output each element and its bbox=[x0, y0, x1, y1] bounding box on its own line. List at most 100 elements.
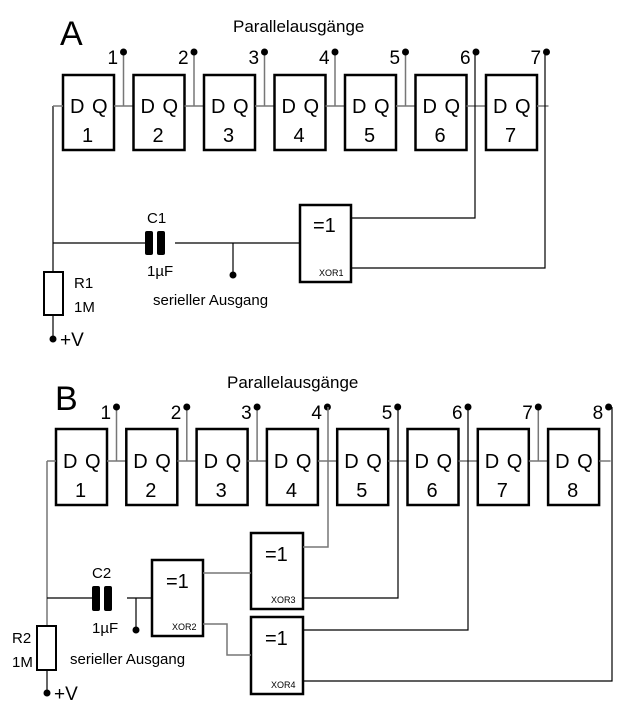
section-b-title: Parallelausgänge bbox=[227, 373, 358, 392]
parallel-output-number: 6 bbox=[452, 403, 463, 424]
parallel-output-number: 5 bbox=[382, 403, 393, 424]
parallel-output-number: 7 bbox=[522, 403, 533, 424]
feedback-circuit-a: C1 1µF serieller Ausgang R1 1M +V =1 XOR… bbox=[43, 52, 546, 351]
flipflop-box bbox=[195, 427, 249, 507]
q-output-label: Q bbox=[577, 451, 593, 473]
flipflop-index: 4 bbox=[286, 480, 297, 502]
flipflop-index: 7 bbox=[497, 480, 508, 502]
flipflop-box bbox=[125, 427, 179, 507]
parallel-output-terminal bbox=[331, 48, 339, 56]
q-output-label: Q bbox=[163, 96, 179, 118]
d-input-label: D bbox=[555, 451, 569, 473]
parallel-output-terminal bbox=[402, 48, 409, 56]
parallel-output-number: 1 bbox=[108, 48, 119, 69]
d-input-label: D bbox=[485, 451, 499, 473]
flipflop-index: 5 bbox=[364, 125, 375, 147]
parallel-output-number: 8 bbox=[593, 403, 604, 424]
flipflop-box bbox=[343, 73, 398, 152]
capacitor-name: C2 bbox=[92, 565, 111, 582]
flipflop-box bbox=[202, 73, 257, 152]
flipflop-index: 3 bbox=[223, 125, 234, 147]
xor1-symbol: =1 bbox=[313, 215, 336, 237]
flipflop-index: 5 bbox=[356, 480, 367, 502]
xor4-input-from-q8 bbox=[303, 407, 613, 682]
capacitor-value: 1µF bbox=[147, 263, 173, 280]
flipflop-box bbox=[414, 73, 468, 152]
capacitor-plate-right bbox=[104, 586, 112, 611]
flipflop-index: 4 bbox=[294, 125, 305, 147]
xor3-name: XOR3 bbox=[271, 595, 296, 605]
capacitor-plate-left bbox=[145, 231, 153, 255]
parallel-output-terminal bbox=[605, 403, 613, 411]
flipflop-index: 8 bbox=[567, 480, 578, 502]
q-output-label: Q bbox=[445, 96, 461, 118]
d-input-label: D bbox=[204, 451, 218, 473]
parallel-output-number: 3 bbox=[241, 403, 252, 424]
d-input-label: D bbox=[344, 451, 358, 473]
flipflop-index: 6 bbox=[435, 125, 446, 147]
xor4-symbol: =1 bbox=[265, 628, 288, 650]
capacitor-plate-right bbox=[157, 231, 165, 255]
capacitor-c1 bbox=[145, 231, 165, 255]
capacitor-c2 bbox=[92, 586, 112, 611]
xor3-input-from-q5 bbox=[303, 407, 399, 599]
capacitor-name: C1 bbox=[147, 210, 166, 227]
parallel-output-number: 1 bbox=[101, 403, 112, 424]
section-a-title: Parallelausgänge bbox=[233, 17, 364, 36]
xor4-name: XOR4 bbox=[271, 680, 296, 690]
d-input-label: D bbox=[352, 96, 366, 118]
q-output-label: Q bbox=[437, 451, 453, 473]
xor3-symbol: =1 bbox=[265, 544, 288, 566]
xor2-gate bbox=[150, 558, 205, 638]
q-output-label: Q bbox=[155, 451, 171, 473]
parallel-output-number: 3 bbox=[249, 48, 260, 69]
parallel-output-terminal bbox=[113, 403, 120, 411]
supply-terminal bbox=[43, 689, 51, 697]
resistor-name: R2 bbox=[12, 630, 31, 647]
section-a-label: A bbox=[60, 15, 83, 53]
serial-output-terminal bbox=[132, 626, 140, 634]
q-output-label: Q bbox=[304, 96, 320, 118]
flipflop-box bbox=[335, 427, 390, 507]
flipflop-box bbox=[132, 73, 186, 152]
resistor-name: R1 bbox=[74, 275, 93, 292]
q-output-label: Q bbox=[233, 96, 249, 118]
xor4-input-from-q6 bbox=[303, 407, 469, 631]
resistor-value: 1M bbox=[12, 654, 33, 671]
parallel-output-number: 4 bbox=[311, 403, 322, 424]
xor2-name: XOR2 bbox=[172, 622, 197, 632]
xor2-input-from-xor4 bbox=[203, 623, 251, 656]
parallel-output-number: 2 bbox=[178, 48, 189, 69]
d-input-label: D bbox=[415, 451, 429, 473]
d-input-label: D bbox=[493, 96, 507, 118]
parallel-output-number: 7 bbox=[531, 48, 542, 69]
serial-output-label: serieller Ausgang bbox=[153, 292, 268, 309]
q-output-label: Q bbox=[226, 451, 242, 473]
supply-label: +V bbox=[54, 684, 78, 705]
capacitor-value: 1µF bbox=[92, 620, 118, 637]
xor1-input-from-q6 bbox=[351, 52, 476, 219]
parallel-output-terminal bbox=[261, 48, 268, 56]
q-output-label: Q bbox=[515, 96, 531, 118]
supply-terminal bbox=[49, 335, 57, 343]
xor3-gate bbox=[249, 531, 305, 611]
parallel-output-terminal bbox=[120, 48, 127, 56]
xor1-name: XOR1 bbox=[319, 268, 344, 278]
resistor-value: 1M bbox=[74, 299, 95, 316]
parallel-output-number: 4 bbox=[319, 48, 330, 69]
d-input-label: D bbox=[274, 451, 288, 473]
d-input-label: D bbox=[70, 96, 84, 118]
